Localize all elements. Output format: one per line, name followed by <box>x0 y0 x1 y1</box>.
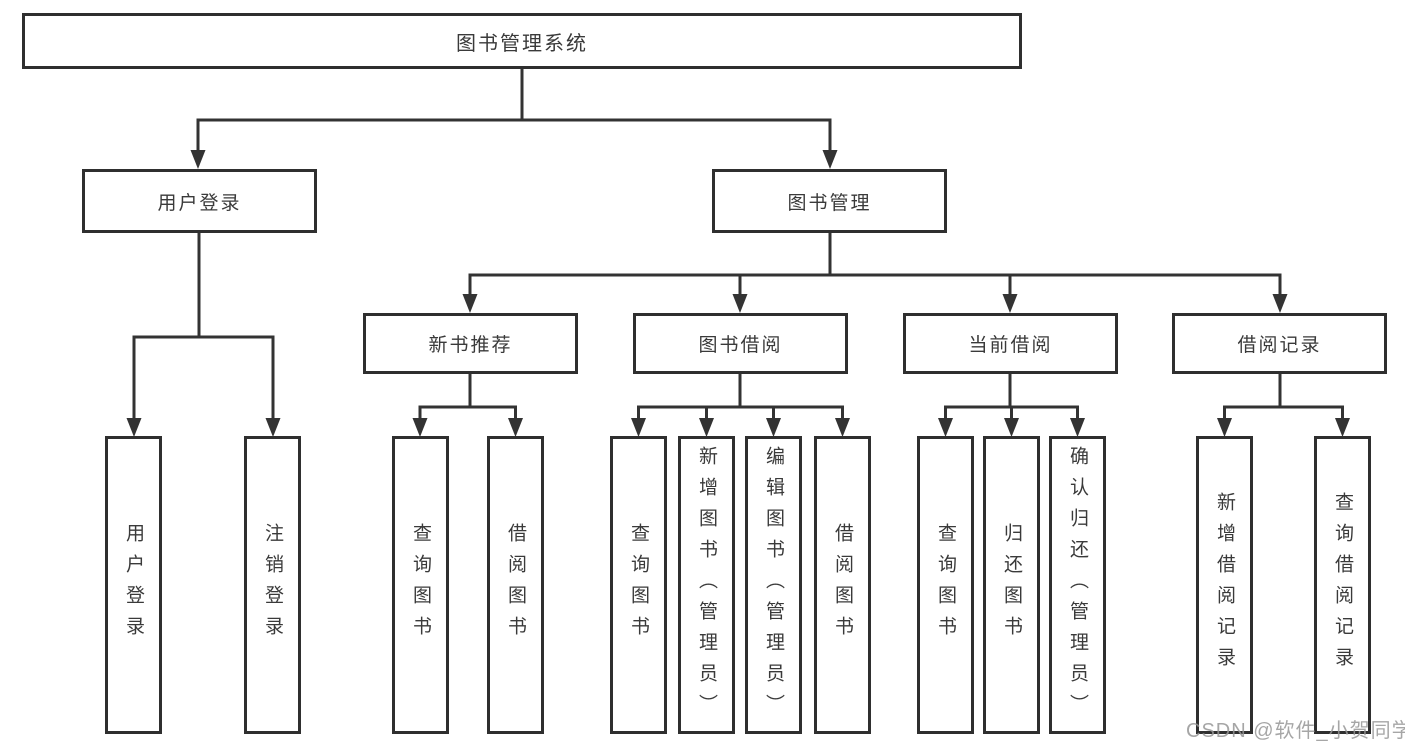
node-leaf-logout: 注销登录 <box>244 436 301 734</box>
node-leaf-return-book: 归还图书 <box>983 436 1040 734</box>
node-label: 借阅图书 <box>505 523 526 647</box>
node-leaf-query-books-2: 查询图书 <box>610 436 667 734</box>
node-book-borrow: 图书借阅 <box>633 313 848 374</box>
node-label: 归还图书 <box>1001 523 1022 647</box>
node-label: 图书管理 <box>787 192 872 214</box>
node-leaf-query-books-3: 查询图书 <box>917 436 974 734</box>
arrowheads <box>126 150 1350 437</box>
node-label: 当前借阅 <box>968 335 1053 356</box>
csdn-watermark: CSDN @软件_小贺同学 <box>1186 720 1405 742</box>
node-label: 借阅记录 <box>1237 335 1322 356</box>
node-user-login: 用户登录 <box>82 169 317 233</box>
node-book-management: 图书管理 <box>712 169 947 233</box>
node-leaf-borrow-books-2: 借阅图书 <box>814 436 871 734</box>
node-label: 新增图书（管理员） <box>696 445 717 725</box>
node-borrow-records: 借阅记录 <box>1172 313 1387 374</box>
node-label: 新增借阅记录 <box>1214 492 1235 678</box>
node-leaf-query-borrow-record: 查询借阅记录 <box>1314 436 1371 734</box>
node-leaf-edit-book-admin: 编辑图书（管理员） <box>745 436 802 734</box>
node-label: 确认归还（管理员） <box>1067 445 1088 725</box>
node-label: 编辑图书（管理员） <box>763 445 784 725</box>
node-label: 新书推荐 <box>428 335 513 356</box>
node-label: 借阅图书 <box>832 523 853 647</box>
node-label: 查询借阅记录 <box>1332 492 1353 678</box>
node-label: 查询图书 <box>410 523 431 647</box>
node-label: 用户登录 <box>157 192 242 214</box>
node-label: 用户登录 <box>123 523 144 647</box>
node-leaf-confirm-return-admin: 确认归还（管理员） <box>1049 436 1106 734</box>
node-label: 查询图书 <box>935 523 956 647</box>
node-label: 查询图书 <box>628 523 649 647</box>
node-label: 图书管理系统 <box>456 32 588 55</box>
node-leaf-borrow-books-1: 借阅图书 <box>487 436 544 734</box>
node-library-system: 图书管理系统 <box>22 13 1022 69</box>
node-leaf-user-login: 用户登录 <box>105 436 162 734</box>
node-label: 图书借阅 <box>698 335 783 356</box>
node-current-borrow: 当前借阅 <box>903 313 1118 374</box>
node-label: 注销登录 <box>262 523 283 647</box>
node-new-book-recommend: 新书推荐 <box>363 313 578 374</box>
node-leaf-query-books-1: 查询图书 <box>392 436 449 734</box>
node-leaf-add-book-admin: 新增图书（管理员） <box>678 436 735 734</box>
node-leaf-add-borrow-record: 新增借阅记录 <box>1196 436 1253 734</box>
